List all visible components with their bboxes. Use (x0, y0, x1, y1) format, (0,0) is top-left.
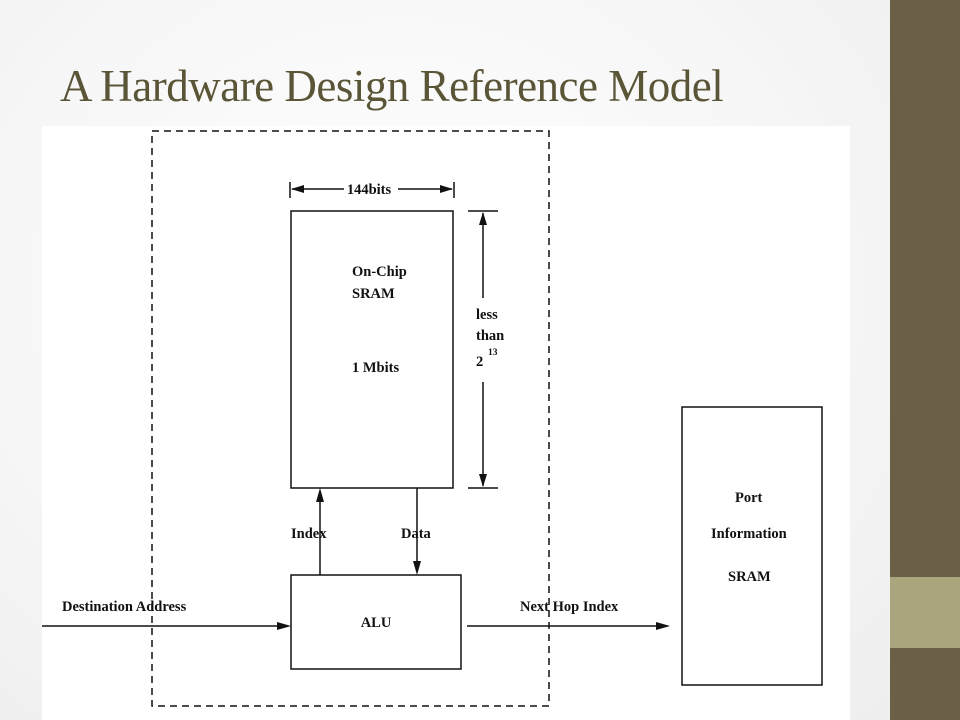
height-label-line2: than (476, 328, 504, 344)
slide-title: A Hardware Design Reference Model (60, 61, 724, 111)
alu-block (290, 574, 462, 670)
width-arrowhead-left (291, 185, 304, 193)
on-chip-sram-block (290, 210, 454, 489)
port-label-line1: Port (735, 490, 763, 506)
index-label: Index (291, 526, 327, 542)
width-arrowhead-right (440, 185, 453, 193)
height-label-exponent: 13 (488, 348, 498, 358)
input-arrowhead (277, 622, 291, 630)
width-label: 144bits (347, 182, 392, 198)
sram-label-line1: On-Chip (352, 264, 407, 280)
height-label-base: 2 (476, 354, 483, 370)
width-dimension (289, 182, 455, 198)
input-label: Destination Address (62, 599, 187, 615)
port-label-line2: Information (711, 526, 787, 542)
data-label: Data (401, 526, 432, 542)
port-label-line3: SRAM (728, 569, 771, 585)
height-arrowhead-bottom (479, 474, 487, 487)
data-arrowhead (413, 561, 421, 575)
hardware-diagram-svg: 144bits On-Chip SRAM 1 Mbits less than 2… (42, 130, 823, 707)
height-dimension (468, 210, 498, 489)
height-arrowhead-top (479, 212, 487, 225)
index-arrowhead (316, 488, 324, 502)
height-label-line1: less (476, 307, 498, 323)
hardware-diagram: 144bits On-Chip SRAM 1 Mbits less than 2… (42, 126, 850, 720)
sram-label-line2: SRAM (352, 286, 395, 302)
alu-label: ALU (361, 615, 392, 631)
output-label: Next Hop Index (520, 599, 619, 615)
chip-boundary (151, 130, 550, 707)
port-info-sram-block (681, 406, 823, 686)
side-decoration-accent (890, 577, 960, 648)
output-arrowhead (656, 622, 670, 630)
sram-capacity-label: 1 Mbits (352, 360, 399, 376)
